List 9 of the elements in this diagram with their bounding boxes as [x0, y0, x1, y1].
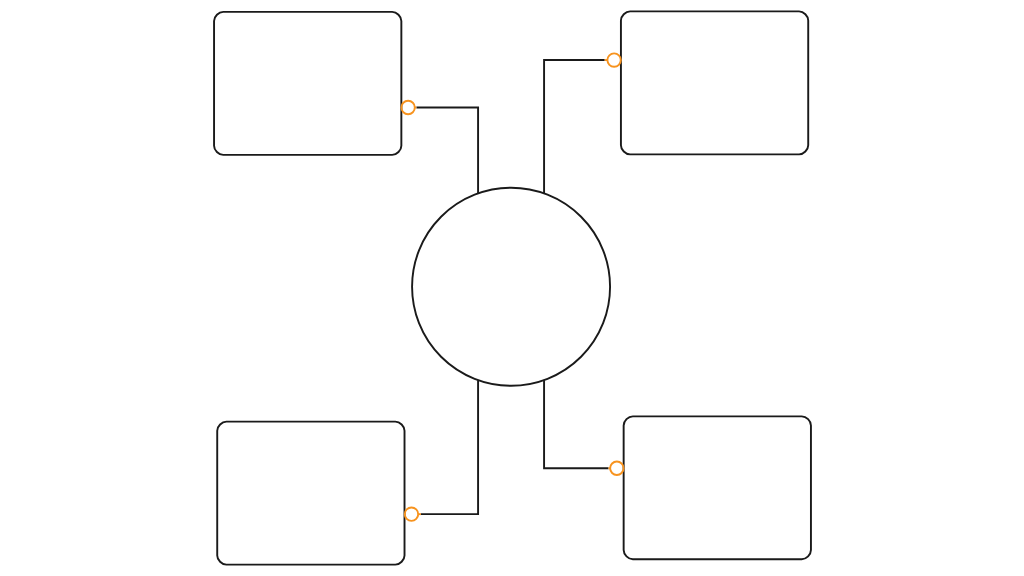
- node-box: [622, 415, 812, 561]
- connector: [399, 99, 479, 195]
- connector: [542, 379, 625, 476]
- node-box: [619, 10, 809, 156]
- connector: [403, 379, 479, 522]
- node-circle: [410, 186, 611, 387]
- connector: [542, 52, 622, 195]
- node-box: [212, 10, 402, 156]
- node-box: [215, 420, 405, 566]
